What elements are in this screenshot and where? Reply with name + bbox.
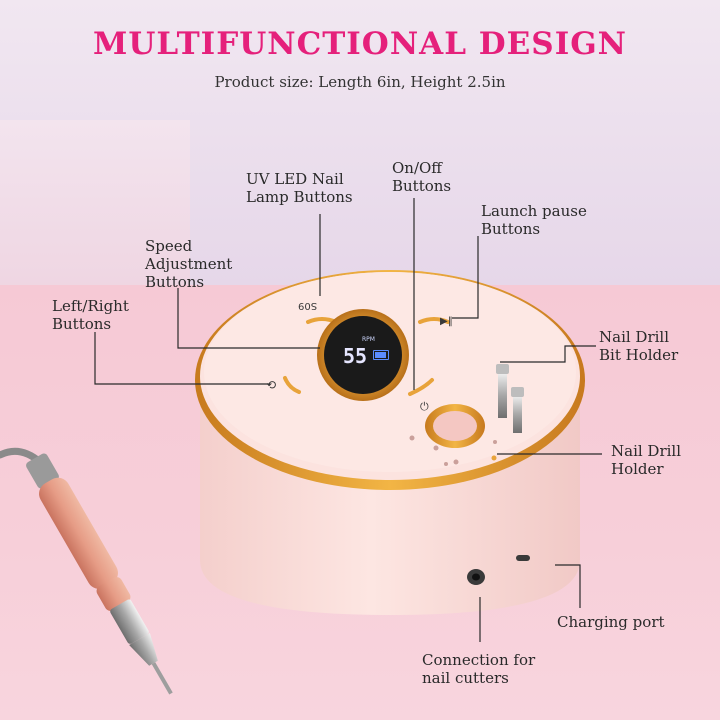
callout-on-off: On/Off Buttons (392, 159, 452, 195)
play-pause-mark[interactable]: ▶‖ (440, 316, 453, 327)
direction-icon[interactable]: ⟲ (266, 378, 277, 392)
battery-icon (373, 350, 389, 360)
speed-readout: 55 (343, 344, 368, 368)
callout-left-right: Left/Right Buttons (52, 297, 129, 333)
front-ports (467, 555, 530, 585)
callout-speed: Speed Adjustment Buttons (145, 237, 233, 291)
drill-holder-socket (425, 404, 485, 448)
callout-connection: Connection for nail cutters (422, 651, 536, 687)
indicator-dots (409, 435, 497, 466)
uv-button-mark[interactable]: S09 (298, 300, 318, 311)
callout-lines (94, 198, 602, 642)
callout-launch-pause: Launch pause Buttons (481, 202, 587, 238)
page-title: MULTIFUNCTIONAL DESIGN (93, 26, 627, 62)
callout-uv-led: UV LED Nail Lamp Buttons (246, 170, 353, 206)
control-knob[interactable] (317, 309, 409, 401)
power-icon[interactable]: ⏻ (420, 400, 429, 413)
nail-drill-handpiece (26, 453, 173, 695)
callout-charging-port: Charging port (557, 613, 665, 631)
callout-bit-holder: Nail Drill Bit Holder (599, 328, 679, 364)
product-size: Product size: Length 6in, Height 2.5in (214, 73, 506, 91)
bit-holder-pins (496, 364, 524, 433)
callout-drill-holder: Nail Drill Holder (611, 442, 682, 478)
rpm-unit: RPM (362, 336, 375, 343)
